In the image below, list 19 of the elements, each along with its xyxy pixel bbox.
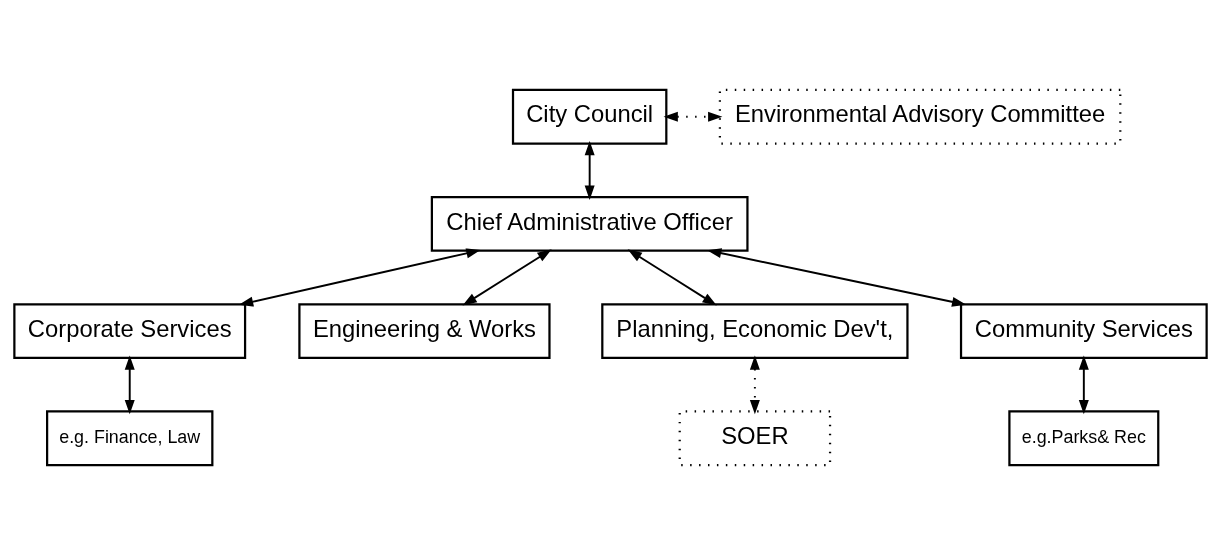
node-box: Chief Administrative Officer <box>430 196 749 252</box>
node-box: Corporate Services <box>13 303 247 359</box>
arrow <box>749 355 760 415</box>
node-box: e.g. Finance, Law <box>46 410 214 467</box>
arrow <box>238 248 481 307</box>
arrow <box>707 248 967 307</box>
arrow <box>584 141 595 200</box>
node-box: City Council <box>511 88 668 145</box>
node-box: e.g.Parks& Rec <box>1008 410 1160 467</box>
arrow <box>462 249 552 306</box>
arrow <box>663 111 723 122</box>
node-box: Community Services <box>959 303 1208 359</box>
arrow <box>1078 355 1089 415</box>
node-box: Environmental Advisory Committee <box>718 88 1122 145</box>
arrow <box>627 249 717 306</box>
arrow <box>124 355 135 415</box>
node-box: SOER <box>678 410 832 467</box>
node-box: Engineering & Works <box>298 303 551 359</box>
node-box: Planning, Economic Dev't, <box>601 303 909 359</box>
